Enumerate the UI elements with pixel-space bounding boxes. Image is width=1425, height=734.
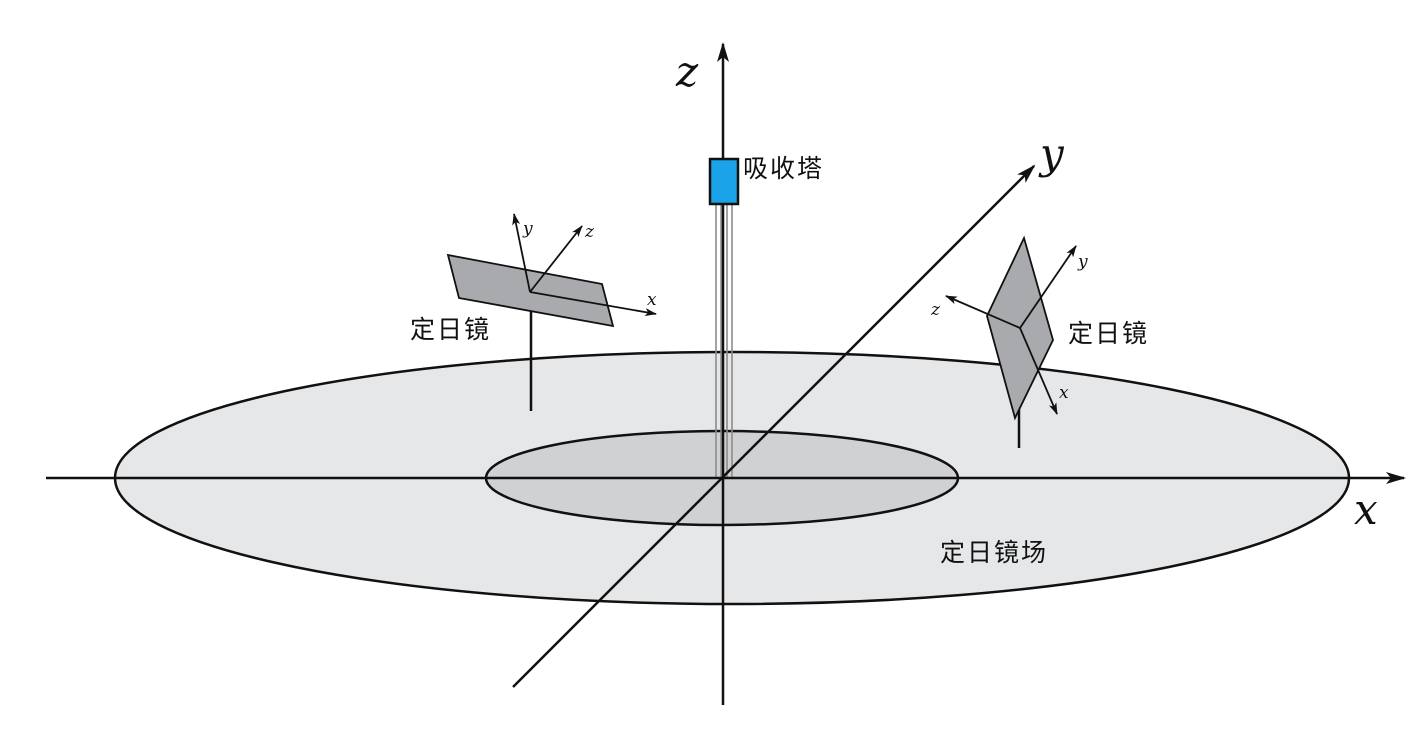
heliostat-left-z-label: z [584,222,595,242]
heliostat-right-z-label: z [930,300,941,320]
heliostat-left-y-axis [512,213,531,293]
x-axis-label: x [1354,485,1378,534]
heliostat-left-z-axis [529,225,583,293]
y-axis [512,164,1036,688]
heliostat-right: y z x 定日镜 [930,235,1149,448]
heliostat-field-label: 定日镜场 [940,538,1048,567]
tower-rays [715,205,733,478]
heliostat-left-x-axis [529,291,657,317]
y-axis-label: y [1038,129,1065,178]
absorber-tower [708,157,740,206]
z-axis-label: z [675,47,699,96]
heliostat-right-y-axis [1019,245,1077,329]
heliostat-right-z-axis [945,295,1021,329]
heliostat-right-y-label: y [1077,252,1088,272]
heliostat-right-x-label: x [1059,383,1069,403]
heliostat-right-x-axis [1019,327,1058,415]
heliostat-left-y-label: y [522,219,533,239]
heliostat-left-label: 定日镜 [410,315,491,344]
heliostat-left: y z x 定日镜 [410,213,657,411]
heliostat-left-x-label: x [647,290,657,310]
heliostat-right-label: 定日镜 [1068,319,1149,348]
absorber-tower-label: 吸收塔 [743,154,824,183]
